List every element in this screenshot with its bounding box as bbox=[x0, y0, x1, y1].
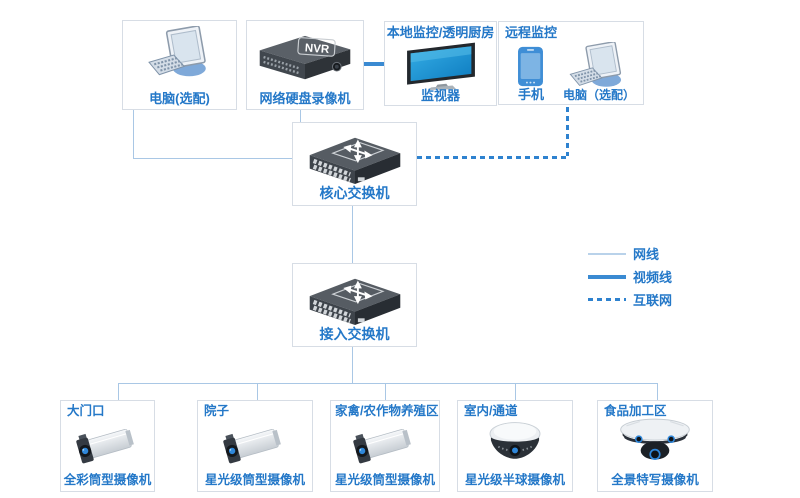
camera-location: 家禽/农作物养殖区 bbox=[335, 404, 439, 418]
camera-node-gate: 大门口 全彩筒型摄像机 bbox=[60, 400, 155, 492]
drop-camera-5 bbox=[657, 383, 658, 400]
nvr-node: NVR 网络硬盘录像机 bbox=[246, 20, 364, 110]
phone-icon bbox=[518, 46, 543, 87]
camera-location: 院子 bbox=[204, 404, 230, 418]
bullet-camera-icon bbox=[75, 428, 134, 464]
internet-line-remote-down bbox=[566, 107, 569, 156]
drop-camera-2 bbox=[257, 383, 258, 400]
camera-node-yard: 院子 星光级筒型摄像机 bbox=[197, 400, 313, 492]
cable-core-to-access bbox=[352, 206, 353, 263]
drop-camera-1 bbox=[118, 383, 119, 400]
camera-node-food-processing: 食品加工区 全景特写摄像机 bbox=[597, 400, 713, 492]
cable-pc-to-core bbox=[133, 158, 292, 159]
cable-nvr-to-core bbox=[300, 110, 301, 122]
core-switch-label: 核心交换机 bbox=[319, 184, 390, 201]
panoramic-camera-icon bbox=[620, 418, 690, 460]
remote-title: 远程监控 bbox=[505, 25, 558, 40]
monitor-icon bbox=[406, 42, 475, 90]
legend: 网线 视频线 互联网 bbox=[588, 242, 672, 311]
camera-model: 星光级半球摄像机 bbox=[464, 473, 565, 488]
remote-computer-icon bbox=[569, 42, 622, 87]
camera-model: 全彩筒型摄像机 bbox=[63, 473, 152, 488]
legend-item-network-cable: 网线 bbox=[588, 242, 672, 265]
nvr-label: 网络硬盘录像机 bbox=[259, 90, 351, 106]
camera-model: 星光级筒型摄像机 bbox=[334, 473, 435, 488]
monitor-label: 监视器 bbox=[420, 87, 460, 103]
legend-label: 网线 bbox=[633, 247, 660, 262]
switch-icon bbox=[309, 137, 400, 185]
drop-camera-4 bbox=[515, 383, 516, 400]
nvr-icon: NVR bbox=[259, 35, 351, 80]
video-cable-nvr-to-monitor bbox=[363, 62, 384, 66]
drop-camera-3 bbox=[385, 383, 386, 400]
bullet-camera-icon bbox=[223, 428, 281, 464]
cable-camera-bus bbox=[118, 383, 657, 384]
pc-label: 电脑(选配) bbox=[149, 90, 210, 106]
remote-pc-label: 电脑（选配） bbox=[562, 87, 635, 102]
video-cable-line-swatch bbox=[588, 274, 626, 279]
bullet-camera-icon bbox=[353, 428, 411, 464]
camera-node-indoor: 室内/通道 星光级半球摄像机 bbox=[457, 400, 573, 492]
computer-icon bbox=[147, 26, 206, 77]
cable-access-stem bbox=[352, 347, 353, 383]
remote-phone-label: 手机 bbox=[517, 86, 544, 102]
cable-pc-down bbox=[133, 110, 134, 158]
camera-location: 食品加工区 bbox=[604, 404, 667, 418]
monitor-node: 本地监控/透明厨房 监视器 bbox=[384, 21, 497, 106]
legend-label: 视频线 bbox=[633, 270, 673, 285]
internet-line-core-to-remote bbox=[417, 156, 569, 159]
internet-line-swatch bbox=[588, 298, 626, 301]
network-cable-line-swatch bbox=[588, 252, 626, 255]
switch-icon bbox=[309, 278, 400, 326]
legend-label: 互联网 bbox=[633, 293, 673, 308]
nvr-badge: NVR bbox=[304, 42, 330, 56]
camera-model: 全景特写摄像机 bbox=[611, 473, 699, 488]
legend-item-video-cable: 视频线 bbox=[588, 265, 672, 288]
camera-model: 星光级筒型摄像机 bbox=[204, 473, 305, 488]
access-switch-node: 接入交换机 bbox=[292, 263, 417, 347]
legend-item-internet: 互联网 bbox=[588, 288, 672, 311]
dome-camera-icon bbox=[489, 422, 541, 459]
pc-node: 电脑(选配) bbox=[122, 20, 237, 110]
camera-node-livestock: 家禽/农作物养殖区 星光级筒型摄像机 bbox=[330, 400, 440, 492]
core-switch-node: 核心交换机 bbox=[292, 122, 417, 206]
camera-location: 大门口 bbox=[67, 404, 105, 418]
remote-node: 远程监控 手机 电脑（选配） bbox=[498, 21, 644, 105]
monitor-title: 本地监控/透明厨房 bbox=[386, 25, 495, 40]
camera-location: 室内/通道 bbox=[464, 404, 518, 418]
access-switch-label: 接入交换机 bbox=[319, 325, 390, 342]
